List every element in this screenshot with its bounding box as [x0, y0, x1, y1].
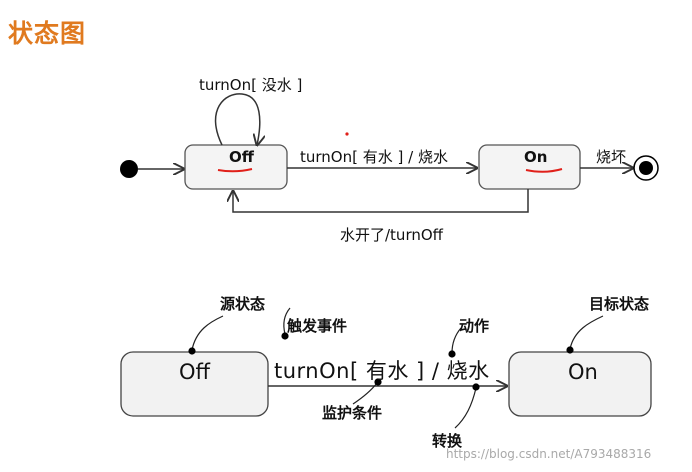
state-on-box [478, 144, 581, 190]
on-underline-mark [525, 168, 563, 173]
callout-source-state: 源状态 [220, 295, 266, 313]
return-transition-label: 水开了/turnOff [340, 226, 443, 244]
callout-line-guard [352, 382, 378, 405]
callout-dot-target [566, 346, 574, 354]
callout-line-target [569, 315, 604, 350]
state-off-label: Off [229, 148, 254, 166]
callout-dot-source [188, 347, 196, 355]
on-to-off-return-arrow [233, 189, 529, 213]
callout-dot-action [448, 350, 456, 358]
big-state-on-label: On [568, 360, 598, 384]
callout-dot-transition [472, 383, 480, 391]
state-off-box [184, 144, 288, 190]
final-state-inner [639, 161, 653, 175]
big-state-off-label: Off [179, 360, 210, 384]
callout-line-source [191, 315, 224, 351]
page-title: 状态图 [8, 19, 87, 48]
self-loop-arrow [214, 93, 260, 145]
callout-dot-event [281, 332, 289, 340]
off-underline-mark [217, 168, 253, 173]
self-loop-label: turnOn[ 没水 ] [199, 76, 303, 94]
transition-label: turnOn[ 有水 ] / 烧水 [300, 148, 448, 166]
callout-trigger-event: 触发事件 [287, 317, 348, 335]
watermark-url: https://blog.csdn.net/A793488316 [446, 447, 652, 461]
state-on-label: On [524, 148, 548, 166]
big-transition-label: turnOn[ 有水 ] / 烧水 [274, 359, 490, 383]
callout-action: 动作 [459, 317, 490, 335]
callout-line-event [283, 307, 291, 335]
callout-transition: 转换 [432, 432, 463, 450]
callout-line-transition [454, 387, 477, 429]
final-transition-label: 烧坏 [596, 148, 627, 166]
initial-state-dot [120, 160, 138, 178]
callout-dot-guard [374, 378, 382, 386]
big-state-on-box [508, 351, 652, 417]
callout-target-state: 目标状态 [589, 295, 650, 313]
callout-guard-condition: 监护条件 [322, 404, 383, 422]
red-dot-mark [345, 132, 349, 136]
